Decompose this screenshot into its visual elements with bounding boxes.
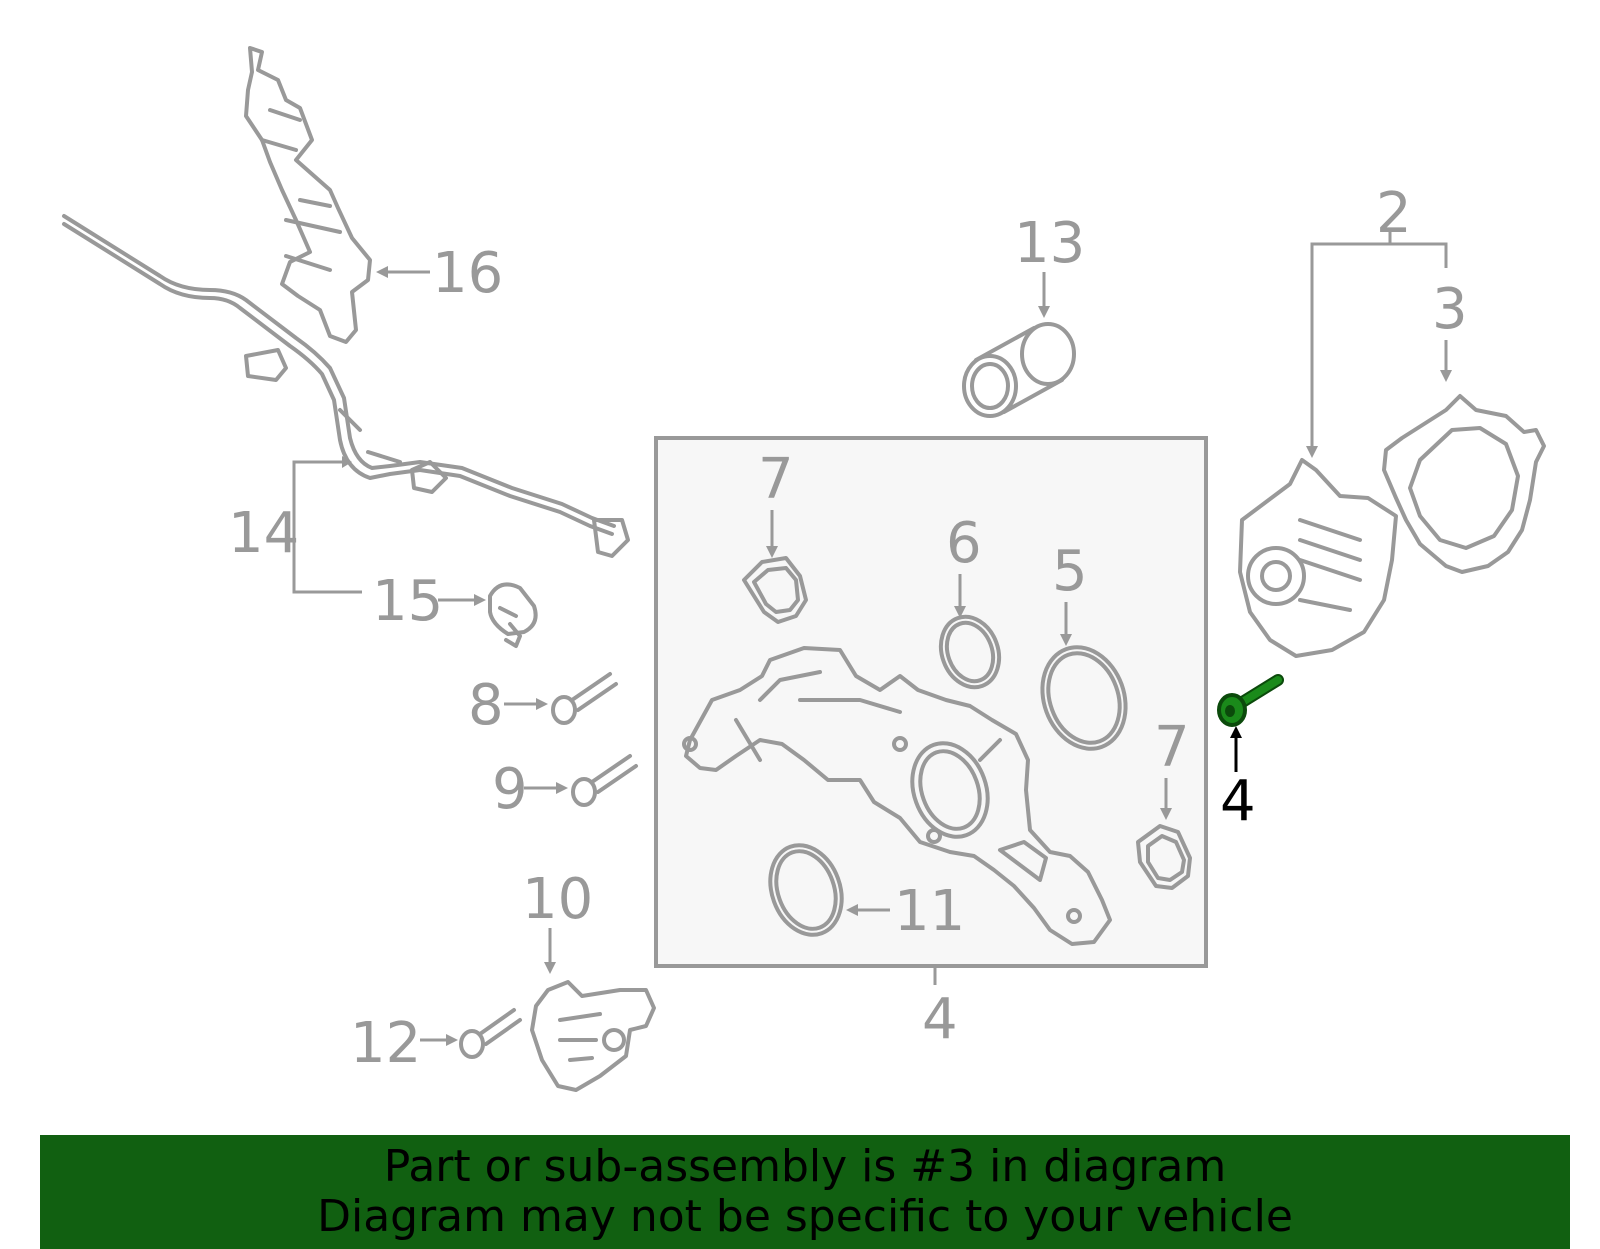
- part-6-o-ring[interactable]: [931, 609, 1008, 696]
- callout-9[interactable]: 9: [492, 757, 528, 822]
- callout-4[interactable]: 4: [922, 987, 958, 1052]
- part-12-bolt[interactable]: [459, 1008, 522, 1059]
- part-9-bolt[interactable]: [571, 754, 638, 807]
- callout-6[interactable]: 6: [946, 511, 982, 576]
- part-10-actuator[interactable]: [530, 980, 656, 1092]
- part-16-bracket[interactable]: [244, 46, 372, 344]
- callout-3[interactable]: 4: [1220, 769, 1256, 834]
- info-banner: Part or sub-assembly is #3 in diagram Di…: [40, 1135, 1570, 1249]
- callout-2[interactable]: 3: [1432, 277, 1468, 342]
- part-1-water-pump[interactable]: [1238, 458, 1398, 658]
- part-11-o-ring[interactable]: [758, 835, 853, 945]
- part-15-clip[interactable]: [488, 582, 538, 648]
- banner-line-2: Diagram may not be specific to your vehi…: [317, 1191, 1293, 1242]
- callout-14[interactable]: 14: [228, 501, 299, 566]
- callout-16[interactable]: 16: [432, 241, 503, 306]
- callout-13[interactable]: 13: [1014, 211, 1085, 276]
- callout-10[interactable]: 10: [522, 867, 593, 932]
- banner-line-1: Part or sub-assembly is #3 in diagram: [383, 1141, 1227, 1192]
- part-7-seal-lower[interactable]: [1136, 824, 1192, 890]
- callout-7-lower[interactable]: 7: [1154, 715, 1190, 780]
- callout-7-upper[interactable]: 7: [758, 447, 794, 512]
- callout-12[interactable]: 12: [350, 1011, 421, 1076]
- part-7-seal-upper[interactable]: [742, 556, 808, 624]
- thermostat-housing[interactable]: [682, 646, 1112, 946]
- callout-15[interactable]: 15: [372, 569, 443, 634]
- part-3-bolt-highlighted[interactable]: [1217, 674, 1284, 727]
- callout-1[interactable]: 2: [1376, 181, 1412, 246]
- callout-5[interactable]: 5: [1052, 539, 1088, 604]
- part-2-gasket[interactable]: [1382, 394, 1546, 574]
- part-14-hose[interactable]: [62, 214, 630, 558]
- callout-11[interactable]: 11: [894, 879, 965, 944]
- part-8-bolt[interactable]: [551, 672, 618, 725]
- part-5-o-ring[interactable]: [1029, 635, 1140, 760]
- part-13-sleeve[interactable]: [962, 322, 1076, 418]
- callout-8[interactable]: 8: [468, 673, 504, 738]
- assembly-box-part-4: [654, 436, 1208, 968]
